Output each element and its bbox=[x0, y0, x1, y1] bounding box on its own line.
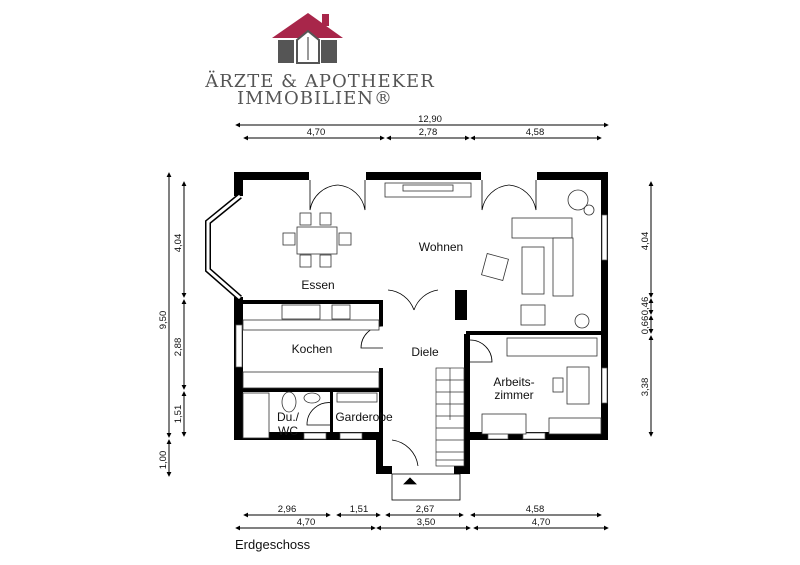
dim-bottom-inner-4: 4,58 bbox=[526, 504, 545, 515]
logo-roof-icon bbox=[272, 13, 343, 38]
furniture bbox=[242, 182, 602, 439]
dim-bottom-inner-2: 1,51 bbox=[350, 504, 369, 515]
dim-bottom-outer-2: 3,50 bbox=[417, 517, 436, 528]
dim-bottom-inner-1: 2,96 bbox=[278, 504, 297, 515]
company-logo: ÄRZTE & APOTHEKER IMMOBILIEN® bbox=[204, 13, 435, 109]
dim-right-3: 0,66 bbox=[640, 316, 651, 335]
dim-top-total: 12,90 bbox=[418, 114, 442, 125]
room-label-essen: Essen bbox=[301, 278, 334, 292]
dim-left-3: 1,51 bbox=[173, 405, 184, 424]
logo-text-line1: ÄRZTE & APOTHEKER bbox=[204, 69, 435, 92]
dim-left-2: 2,88 bbox=[173, 338, 184, 357]
doors bbox=[306, 180, 537, 501]
room-label-duwc-2: WC bbox=[278, 424, 298, 438]
dim-right-4: 3,38 bbox=[640, 378, 651, 397]
dim-left-1: 4,04 bbox=[173, 234, 184, 253]
room-label-garderobe: Garderobe bbox=[335, 410, 393, 424]
floor-caption: Erdgeschoss bbox=[235, 537, 311, 552]
dim-right-1: 4,04 bbox=[640, 232, 651, 251]
dim-left-entry: 1,00 bbox=[158, 451, 169, 470]
dimension-lines bbox=[166, 122, 654, 531]
room-label-arbeitszimmer-1: Arbeits- bbox=[493, 375, 534, 389]
dim-top-3: 4,58 bbox=[526, 127, 545, 138]
room-label-wohnen: Wohnen bbox=[419, 240, 463, 254]
walls bbox=[205, 172, 608, 474]
room-label-diele: Diele bbox=[411, 345, 439, 359]
dim-bottom-outer-3: 4,70 bbox=[532, 517, 551, 528]
dim-right-2: 0,46 bbox=[640, 297, 651, 316]
dim-bottom-outer-1: 4,70 bbox=[297, 517, 316, 528]
dim-left-total: 9,50 bbox=[158, 311, 169, 330]
room-label-arbeitszimmer-2: zimmer bbox=[494, 388, 533, 402]
logo-text-line2: IMMOBILIEN® bbox=[237, 88, 393, 109]
room-label-duwc-1: Du./ bbox=[277, 410, 300, 424]
dim-top-1: 4,70 bbox=[307, 127, 326, 138]
staircase bbox=[435, 367, 465, 467]
dim-bottom-inner-3: 2,67 bbox=[416, 504, 435, 515]
dim-top-2: 2,78 bbox=[419, 127, 438, 138]
room-label-kochen: Kochen bbox=[292, 342, 333, 356]
